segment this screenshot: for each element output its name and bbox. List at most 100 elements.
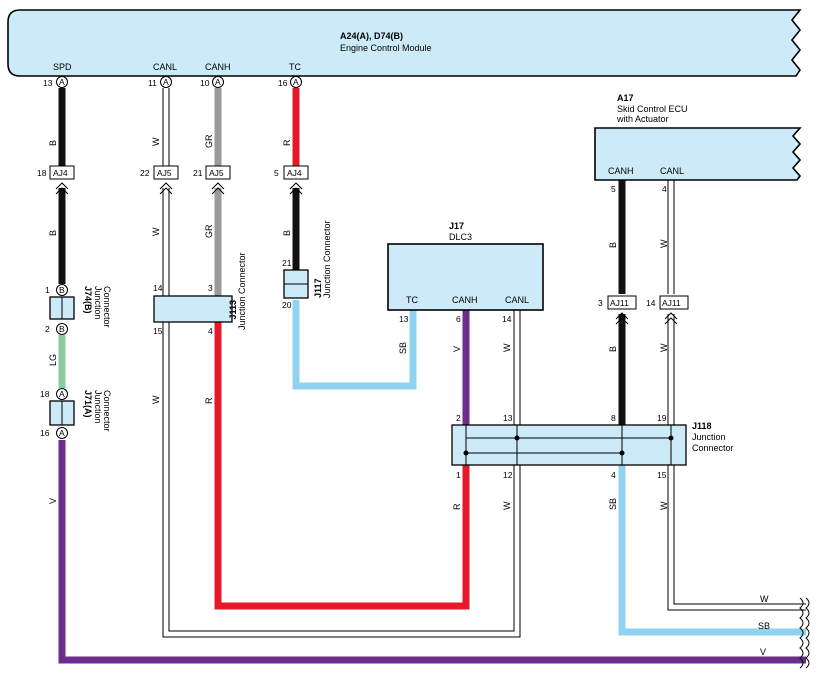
marker-b: B bbox=[59, 285, 65, 295]
pin-number: 10 bbox=[200, 78, 210, 88]
j74-name-1: Junction bbox=[93, 286, 103, 320]
pin-number: 4 bbox=[208, 326, 213, 336]
wire-label: B bbox=[48, 230, 58, 236]
dlc3-terminal-canh: CANH bbox=[452, 295, 478, 305]
j74-junction-connector: B B 1 2 J74(B) Junction Connector bbox=[45, 284, 112, 335]
j71-name-1: Junction bbox=[93, 390, 103, 424]
j118-junction-connector: 2 13 8 19 1 12 4 15 J118 Junction Connec… bbox=[451, 413, 734, 480]
wire-label: V bbox=[452, 346, 462, 352]
pin-number: 18 bbox=[37, 168, 47, 178]
j113-junction-connector: 14 3 15 4 J113 Junction Connector bbox=[153, 252, 247, 336]
pin-number: 1 bbox=[45, 285, 50, 295]
ecm-terminal-tc: TC bbox=[289, 62, 301, 72]
marker-a: A bbox=[293, 77, 299, 87]
j71-name-2: Connector bbox=[102, 390, 112, 432]
pin-number: 5 bbox=[611, 184, 616, 194]
j117-junction-connector: 21 20 J117 Junction Connector bbox=[282, 220, 332, 310]
marker-b: B bbox=[59, 324, 65, 334]
wire-canl-white bbox=[162, 88, 521, 638]
marker-a: A bbox=[59, 389, 65, 399]
connector-aj4: AJ4 bbox=[287, 168, 302, 178]
pin-number: 22 bbox=[140, 168, 150, 178]
wire-label: GR bbox=[204, 224, 214, 238]
ecm-terminal-canl: CANL bbox=[153, 62, 177, 72]
pin-number: 13 bbox=[43, 78, 53, 88]
pin-number: 1 bbox=[456, 470, 461, 480]
pin-number: 5 bbox=[274, 168, 279, 178]
pin-number: 14 bbox=[502, 314, 512, 324]
wire-label: W bbox=[502, 501, 512, 510]
ecm-pin-markers: A A A A 13 11 10 16 bbox=[43, 76, 302, 88]
pin-number: 16 bbox=[40, 428, 50, 438]
pin-number: 6 bbox=[456, 314, 461, 324]
j118-code: J118 bbox=[692, 421, 712, 431]
wire-label: R bbox=[452, 503, 462, 510]
j74-code: J74(B) bbox=[83, 286, 93, 314]
wire-label: W bbox=[760, 594, 769, 604]
pin-number: 2 bbox=[456, 413, 461, 423]
aj11-connectors: AJ11 3 AJ11 14 bbox=[598, 295, 689, 325]
j118-name-2: Connector bbox=[692, 443, 734, 453]
aj-connectors-row: AJ4 18 AJ5 22 AJ5 21 AJ4 5 bbox=[37, 165, 309, 195]
wire-canh-red bbox=[214, 322, 470, 610]
wire-label: B bbox=[608, 242, 618, 248]
wire-spd-violet bbox=[58, 440, 806, 664]
marker-a: A bbox=[59, 428, 65, 438]
pin-number: 20 bbox=[282, 300, 292, 310]
connector-aj5: AJ5 bbox=[209, 168, 224, 178]
wire-label: W bbox=[659, 239, 669, 248]
wire-out-white bbox=[667, 465, 806, 611]
pin-number: 14 bbox=[646, 298, 656, 308]
pin-number: 8 bbox=[611, 413, 616, 423]
ecm-name: Engine Control Module bbox=[340, 43, 432, 53]
wire-label: W bbox=[151, 395, 161, 404]
skid-name-1: Skid Control ECU bbox=[617, 104, 688, 114]
wire-label: W bbox=[151, 227, 161, 236]
pin-number: 18 bbox=[40, 389, 50, 399]
connector-aj5: AJ5 bbox=[157, 168, 172, 178]
wire-label: GR bbox=[204, 134, 214, 148]
connector-aj4: AJ4 bbox=[53, 168, 68, 178]
j71-code: J71(A) bbox=[83, 390, 93, 418]
pin-number: 2 bbox=[45, 324, 50, 334]
wire-label: B bbox=[48, 140, 58, 146]
marker-a: A bbox=[59, 77, 65, 87]
pin-number: 13 bbox=[399, 314, 409, 324]
wire-label: W bbox=[659, 343, 669, 352]
skid-control-ecu-box: A17 Skid Control ECU with Actuator CANH … bbox=[594, 93, 802, 194]
j117-name: Junction Connector bbox=[322, 220, 332, 298]
ecm-terminal-canh: CANH bbox=[205, 62, 231, 72]
dlc3-terminal-canl: CANL bbox=[505, 295, 529, 305]
wire-label: SB bbox=[398, 342, 408, 354]
connector-aj11: AJ11 bbox=[662, 298, 681, 308]
ecm-box: A24(A), D74(B) Engine Control Module SPD… bbox=[7, 9, 802, 77]
pin-number: 21 bbox=[193, 168, 203, 178]
skid-terminal-canl: CANL bbox=[660, 166, 684, 176]
j118-name-1: Junction bbox=[692, 432, 726, 442]
marker-a: A bbox=[215, 77, 221, 87]
pin-number: 19 bbox=[657, 413, 667, 423]
pin-number: 4 bbox=[611, 470, 616, 480]
skid-terminal-canh: CANH bbox=[608, 166, 634, 176]
wire-label: V bbox=[48, 498, 58, 504]
j74-name-2: Connector bbox=[102, 286, 112, 328]
wires bbox=[58, 88, 806, 664]
wire-dlc-canl-white bbox=[513, 310, 521, 425]
wire-out-lightblue bbox=[618, 465, 806, 636]
dlc3-name: DLC3 bbox=[449, 232, 472, 242]
wire-label: W bbox=[502, 343, 512, 352]
wire-label: V bbox=[760, 647, 766, 657]
wire-label: B bbox=[282, 230, 292, 236]
pin-number: 3 bbox=[208, 283, 213, 293]
j117-code: J117 bbox=[313, 278, 323, 298]
pin-number: 21 bbox=[282, 258, 292, 268]
pin-number: 16 bbox=[278, 78, 288, 88]
pin-number: 14 bbox=[153, 283, 163, 293]
pin-number: 15 bbox=[657, 470, 667, 480]
wire-label: W bbox=[151, 137, 161, 146]
pin-number: 4 bbox=[662, 184, 667, 194]
dlc3-code: J17 bbox=[449, 221, 464, 231]
dlc3-terminal-tc: TC bbox=[406, 295, 418, 305]
marker-a: A bbox=[163, 77, 169, 87]
